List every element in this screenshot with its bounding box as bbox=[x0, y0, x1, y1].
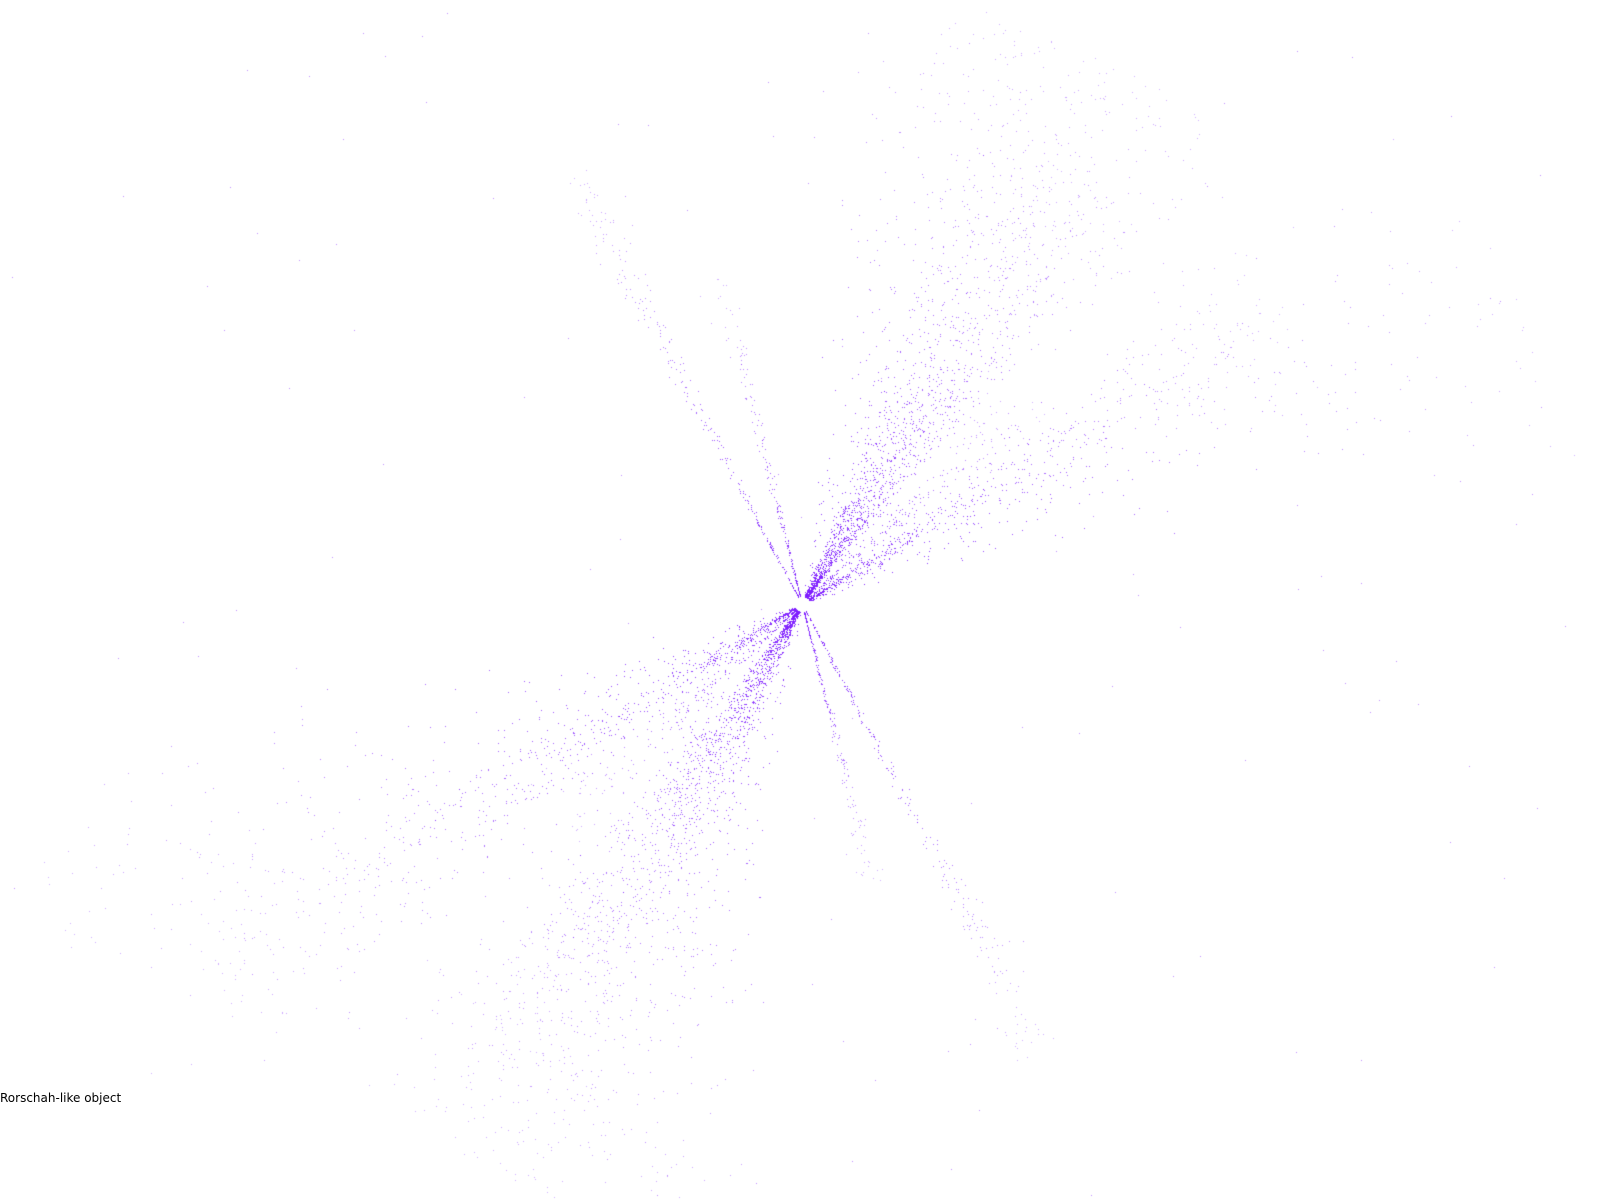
caption-label: Rorschah-like object bbox=[0, 1091, 122, 1105]
